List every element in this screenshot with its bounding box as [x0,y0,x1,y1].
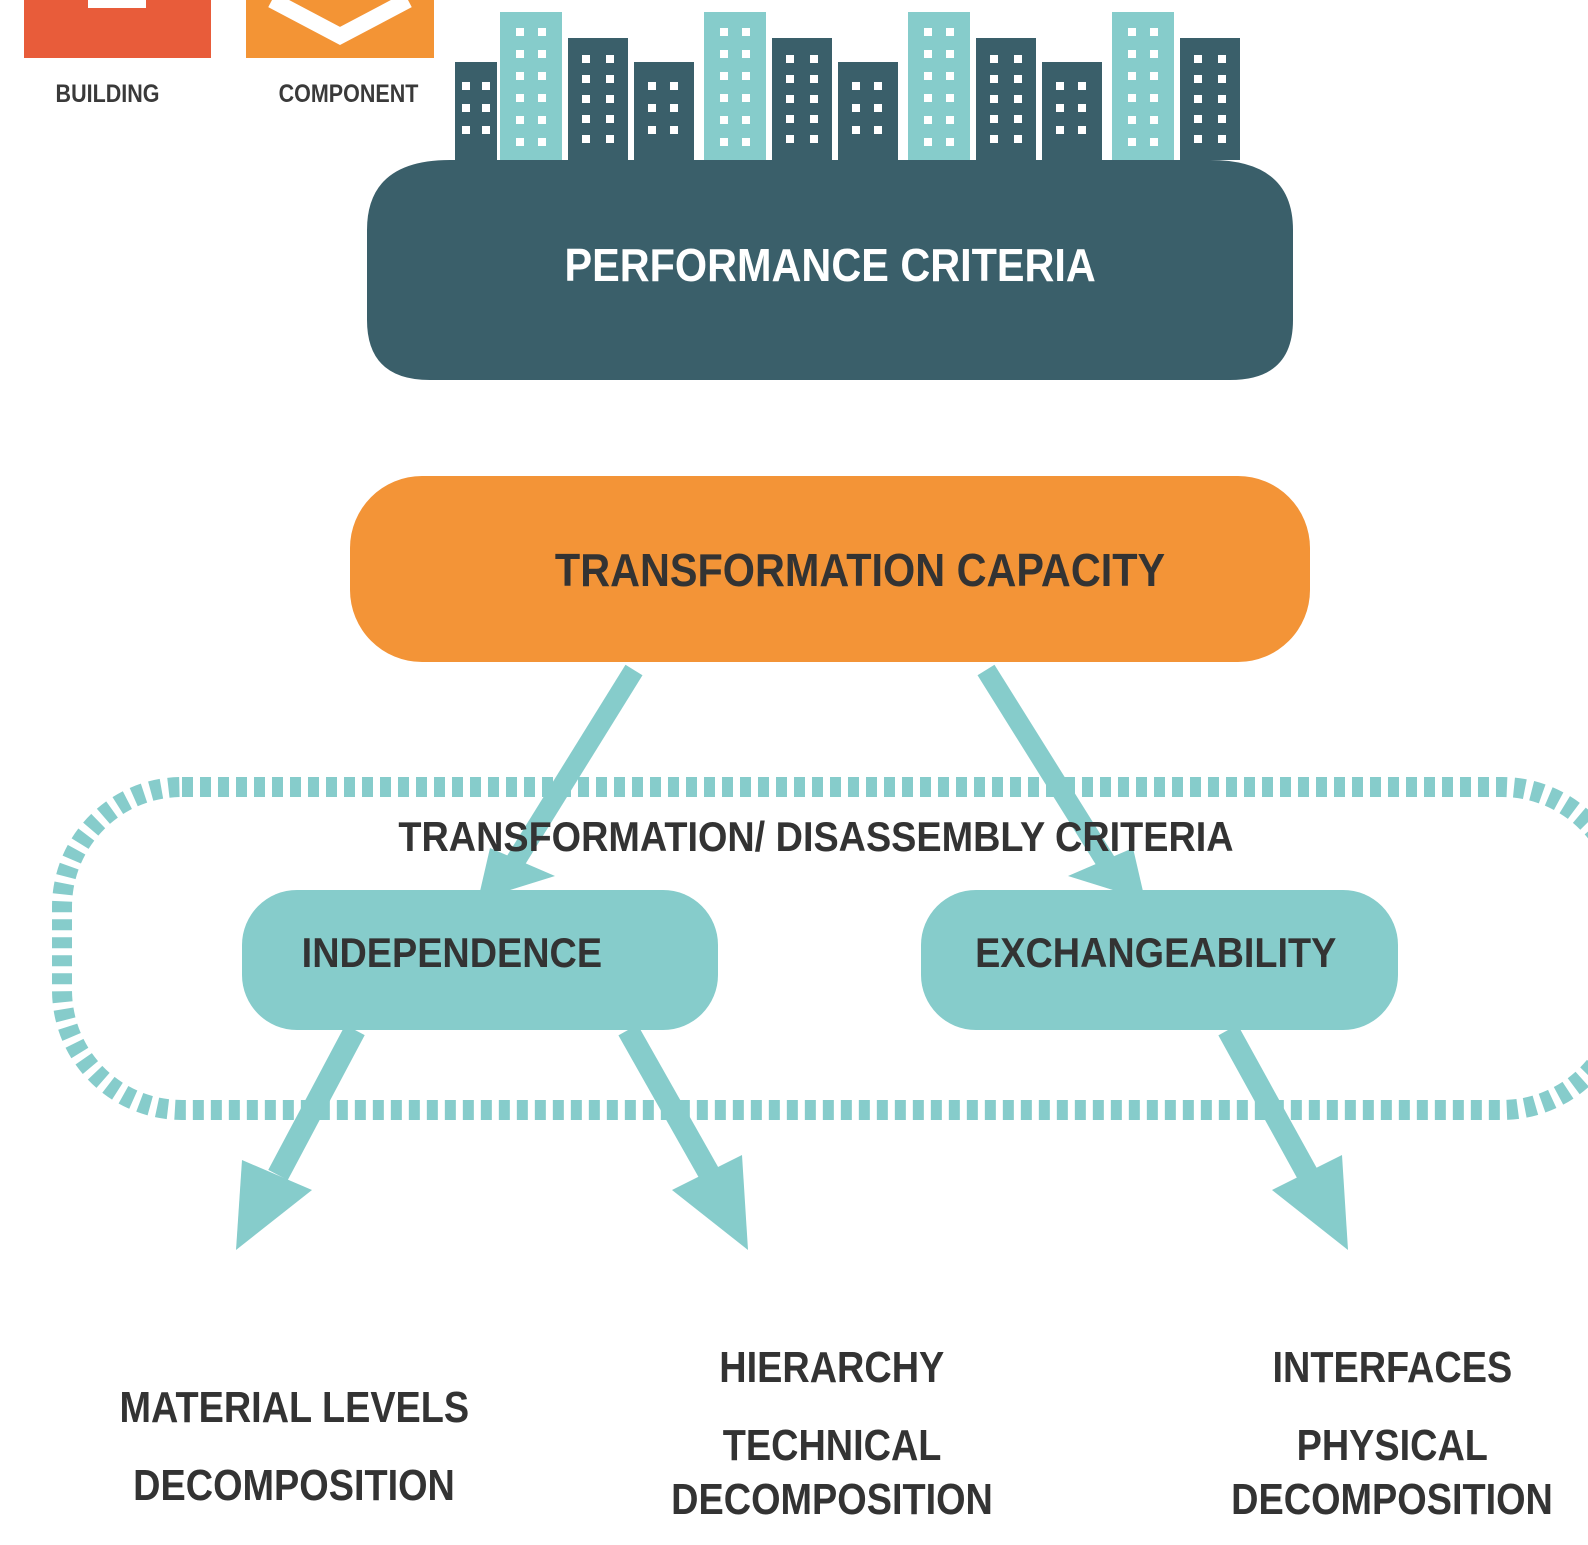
interfaces-line1: INTERFACES [1272,1343,1512,1392]
performance-criteria-box [367,160,1293,380]
hierarchy-line2: TECHNICAL [722,1421,942,1470]
arrow-capacity-to-independence [478,664,643,900]
exchangeability-box [921,890,1398,1030]
criteria-label-text: TRANSFORMATION/ DISASSEMBLY CRITERIA [398,813,1234,860]
performance-criteria-text: PERFORMANCE CRITERIA [564,239,1096,291]
building-label: BUILDING [55,80,160,108]
material-levels-outcome: MATERIAL LEVELS DECOMPOSITION [74,1382,514,1513]
independence-text: INDEPENDENCE [301,928,603,976]
arrow-to-material-levels [236,1024,365,1250]
component-label: COMPONENT [278,80,419,108]
interfaces-line3: DECOMPOSITION [1231,1475,1553,1524]
hierarchy-line3: DECOMPOSITION [671,1475,993,1524]
hierarchy-line1: HIERARCHY [719,1343,945,1392]
performance-criteria-title: PERFORMANCE CRITERIA [367,200,1293,330]
criteria-dashed-region [52,777,1588,1120]
component-icon [246,0,434,58]
arrow-capacity-to-exchangeability [977,664,1145,900]
independence-box [242,890,718,1030]
criteria-label: TRANSFORMATION/ DISASSEMBLY CRITERIA [340,805,1292,869]
arrow-to-interfaces [1218,1024,1348,1250]
transformation-capacity-title: TRANSFORMATION CAPACITY [350,510,1370,630]
building-icon [24,0,211,58]
arrow-to-hierarchy [618,1024,748,1250]
exchangeability-title: EXCHANGEABILITY [940,905,1372,1000]
material-levels-line1: MATERIAL LEVELS [119,1383,469,1432]
transformation-capacity-text: TRANSFORMATION CAPACITY [554,544,1166,596]
material-levels-line2: DECOMPOSITION [133,1461,455,1510]
exchangeability-text: EXCHANGEABILITY [975,928,1337,976]
interfaces-outcome: INTERFACES PHYSICAL DECOMPOSITION [1196,1342,1588,1527]
independence-title: INDEPENDENCE [242,905,662,1000]
transformation-capacity-box [350,476,1310,662]
city-skyline-icon [455,12,1240,160]
hierarchy-outcome: HIERARCHY TECHNICAL DECOMPOSITION [612,1342,1052,1527]
interfaces-line2: PHYSICAL [1296,1421,1488,1470]
